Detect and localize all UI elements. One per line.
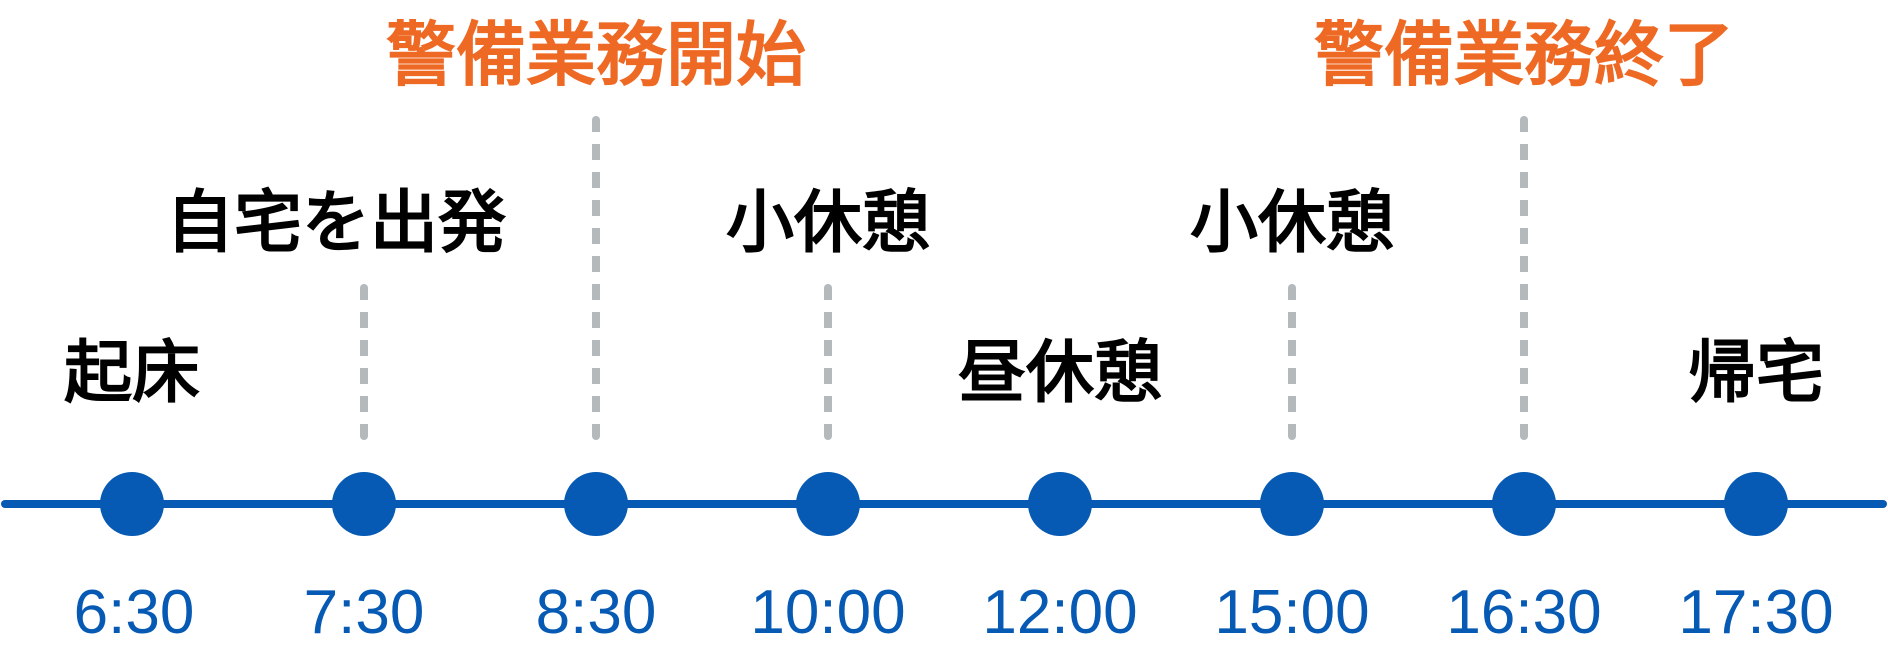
- timeline-node-1500: [1260, 472, 1324, 536]
- timeline-axis-line: [1, 500, 1887, 508]
- time-label: 12:00: [982, 578, 1138, 647]
- timeline-node-1630: [1492, 472, 1556, 536]
- event-label-short-break-1: 小休憩: [725, 184, 931, 263]
- timeline-node-1000: [796, 472, 860, 536]
- timeline-node-1200: [1028, 472, 1092, 536]
- time-label: 16:30: [1446, 578, 1602, 647]
- timeline-node-1730: [1724, 472, 1788, 536]
- time-label: 8:30: [535, 578, 657, 647]
- dashed-connector-0730: [360, 284, 368, 440]
- timeline-node-0830: [564, 472, 628, 536]
- event-label-lunch-break: 昼休憩: [957, 334, 1163, 413]
- dashed-connector-0830: [592, 116, 600, 440]
- event-label-return-home: 帰宅: [1687, 334, 1825, 413]
- event-label-duty-start: 警備業務開始: [386, 14, 806, 96]
- event-label-short-break-2: 小休憩: [1189, 184, 1395, 263]
- time-label: 15:00: [1214, 578, 1370, 647]
- dashed-connector-1630: [1520, 116, 1528, 440]
- dashed-connector-1500: [1288, 284, 1296, 440]
- dashed-connector-1000: [824, 284, 832, 440]
- time-label: 10:00: [750, 578, 906, 647]
- time-label: 7:30: [303, 578, 425, 647]
- event-label-wake-up: 起床: [63, 334, 201, 413]
- event-label-duty-end: 警備業務終了: [1314, 14, 1734, 96]
- timeline-node-0730: [332, 472, 396, 536]
- timeline-node-0630: [100, 472, 164, 536]
- event-label-leave-home: 自宅を出発: [165, 184, 507, 263]
- time-label: 17:30: [1678, 578, 1834, 647]
- time-label: 6:30: [73, 578, 195, 647]
